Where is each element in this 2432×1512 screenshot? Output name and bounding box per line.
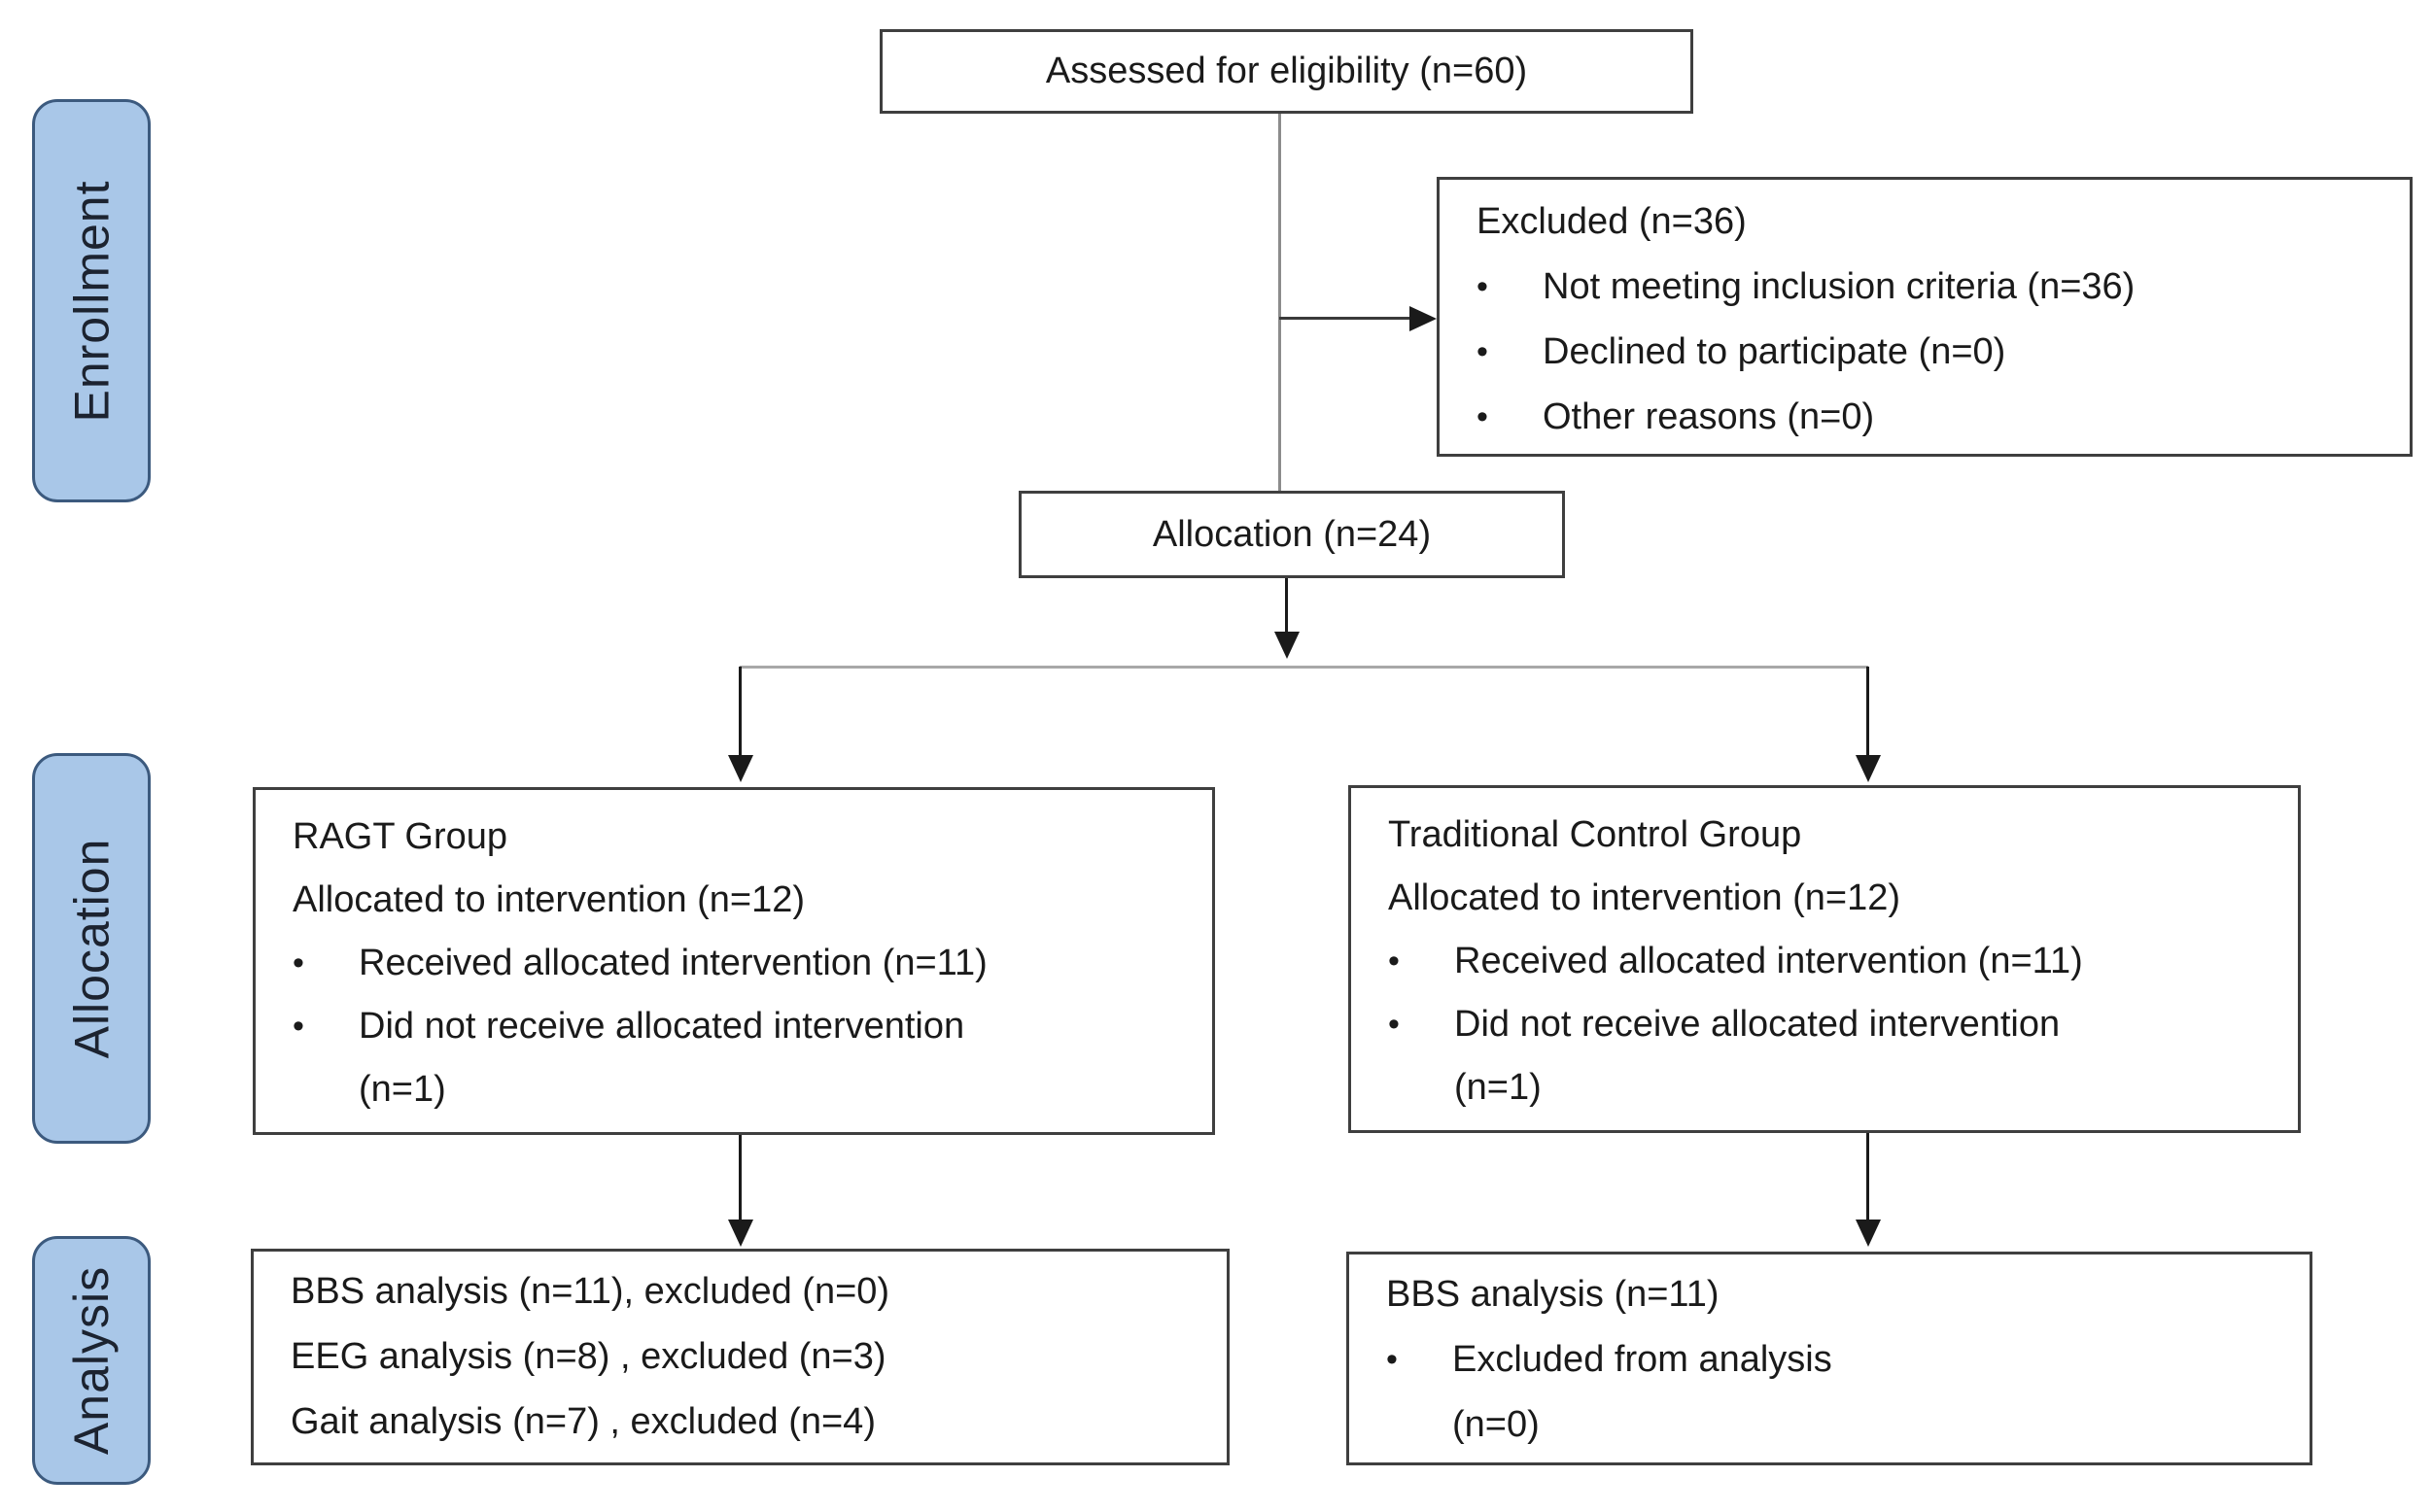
connector-assessed-to-allocation xyxy=(1278,114,1281,492)
excluded-bullet-1-text: Not meeting inclusion criteria (n=36) xyxy=(1543,266,2136,307)
connector-branch-right xyxy=(1866,667,1869,757)
analysis-left-line-1: BBS analysis (n=11), excluded (n=0) xyxy=(291,1271,890,1312)
control-bullet-2: • Did not receive allocated intervention xyxy=(1388,993,2290,1056)
bullet-icon: • xyxy=(1477,268,1488,305)
ragt-bullet-2: • Did not receive allocated intervention xyxy=(293,995,1204,1058)
bullet-icon: • xyxy=(293,945,304,981)
box-ragt-group: RAGT Group Allocated to intervention (n=… xyxy=(253,787,1215,1135)
ragt-subtitle: Allocated to intervention (n=12) xyxy=(293,879,806,920)
box-assessed: Assessed for eligibility (n=60) xyxy=(880,29,1693,114)
ragt-bullet-1: • Received allocated intervention (n=11) xyxy=(293,932,1204,995)
control-title: Traditional Control Group xyxy=(1388,814,1802,855)
connector-ragt-to-analysis xyxy=(739,1135,742,1221)
control-bullet-1-text: Received allocated intervention (n=11) xyxy=(1454,941,2083,981)
bullet-icon: • xyxy=(1386,1341,1398,1378)
connector-allocation-down xyxy=(1285,578,1288,634)
arrowhead-split-icon xyxy=(1274,632,1300,659)
excluded-bullet-1: • Not meeting inclusion criteria (n=36) xyxy=(1477,255,2402,320)
analysis-right-bullet-1-continuation: (n=0) xyxy=(1452,1404,1540,1445)
bullet-icon: • xyxy=(1388,943,1400,979)
assessed-text: Assessed for eligibility (n=60) xyxy=(1045,51,1528,91)
arrowhead-analysis-right-icon xyxy=(1856,1220,1881,1247)
analysis-right-title: BBS analysis (n=11) xyxy=(1386,1274,1720,1315)
connector-split-horizontal xyxy=(740,666,1868,669)
excluded-bullet-2-text: Declined to participate (n=0) xyxy=(1543,331,2006,372)
stage-box-allocation: Allocation xyxy=(32,753,151,1144)
stage-box-analysis: Analysis xyxy=(32,1236,151,1485)
ragt-title: RAGT Group xyxy=(293,816,508,857)
analysis-left-line-2: EEG analysis (n=8) , excluded (n=3) xyxy=(291,1336,886,1377)
stage-box-enrollment: Enrollment xyxy=(32,99,151,502)
control-bullet-2-continuation: (n=1) xyxy=(1454,1067,1542,1108)
excluded-bullet-3: • Other reasons (n=0) xyxy=(1477,385,2402,450)
bullet-icon: • xyxy=(1477,398,1488,435)
excluded-bullet-2: • Declined to participate (n=0) xyxy=(1477,320,2402,385)
excluded-title: Excluded (n=36) xyxy=(1477,201,1747,242)
box-excluded: Excluded (n=36) • Not meeting inclusion … xyxy=(1437,177,2413,457)
stage-label-analysis: Analysis xyxy=(64,1265,119,1456)
bullet-icon: • xyxy=(1477,333,1488,370)
analysis-right-bullet-1: • Excluded from analysis xyxy=(1386,1327,2302,1392)
arrowhead-ragt-icon xyxy=(728,755,753,782)
connector-to-excluded xyxy=(1279,317,1409,320)
ragt-bullet-2-continuation: (n=1) xyxy=(359,1069,446,1110)
arrowhead-control-icon xyxy=(1856,755,1881,782)
control-subtitle: Allocated to intervention (n=12) xyxy=(1388,877,1901,918)
stage-label-allocation: Allocation xyxy=(64,838,120,1059)
arrowhead-excluded-icon xyxy=(1409,306,1437,331)
connector-control-to-analysis xyxy=(1866,1133,1869,1221)
analysis-left-line-3: Gait analysis (n=7) , excluded (n=4) xyxy=(291,1401,876,1442)
box-control-group: Traditional Control Group Allocated to i… xyxy=(1348,785,2301,1133)
connector-branch-left xyxy=(739,667,742,757)
box-analysis-right: BBS analysis (n=11) • Excluded from anal… xyxy=(1346,1252,2312,1465)
excluded-bullet-3-text: Other reasons (n=0) xyxy=(1543,396,1875,437)
analysis-right-bullet-1-text: Excluded from analysis xyxy=(1452,1339,1832,1380)
bullet-icon: • xyxy=(1388,1006,1400,1043)
arrowhead-analysis-left-icon xyxy=(728,1220,753,1247)
control-bullet-2-text: Did not receive allocated intervention xyxy=(1454,1004,2061,1045)
ragt-bullet-1-text: Received allocated intervention (n=11) xyxy=(359,943,988,983)
allocation-text: Allocation (n=24) xyxy=(1152,513,1432,555)
box-allocation: Allocation (n=24) xyxy=(1019,491,1565,578)
stage-label-enrollment: Enrollment xyxy=(64,180,119,422)
bullet-icon: • xyxy=(293,1008,304,1045)
box-analysis-left: BBS analysis (n=11), excluded (n=0) EEG … xyxy=(251,1249,1230,1465)
control-bullet-1: • Received allocated intervention (n=11) xyxy=(1388,930,2290,993)
ragt-bullet-2-text: Did not receive allocated intervention xyxy=(359,1006,965,1047)
